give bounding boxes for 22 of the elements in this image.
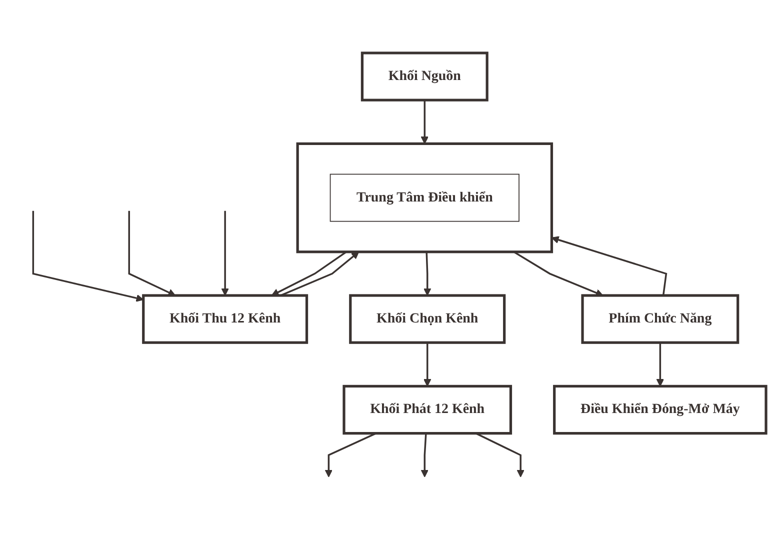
node-box: Khối Chọn Kênh <box>349 294 506 344</box>
arrow <box>424 343 432 387</box>
arrow <box>551 236 668 296</box>
node-box: Khối Phát 12 Kênh <box>342 385 512 436</box>
arrow <box>271 252 347 296</box>
node-box: Trung Tâm Điều khiển <box>330 174 520 222</box>
arrow <box>424 252 432 296</box>
arrow <box>32 211 144 302</box>
cluster <box>296 142 554 254</box>
node-box: Điều Khiển Đóng-Mở Máy <box>553 385 768 436</box>
arrow <box>656 343 664 387</box>
arrow <box>420 434 428 478</box>
node-box: Phím Chức Năng <box>581 294 740 344</box>
arrow <box>221 211 229 296</box>
arrow <box>128 211 176 296</box>
node-box: Khối Nguồn <box>360 52 488 102</box>
arrow <box>420 100 428 144</box>
node-box: Khối Thu 12 Kênh <box>142 294 308 344</box>
arrow <box>513 252 604 297</box>
arrow <box>280 252 360 297</box>
arrow <box>475 432 524 478</box>
arrow <box>324 432 376 478</box>
